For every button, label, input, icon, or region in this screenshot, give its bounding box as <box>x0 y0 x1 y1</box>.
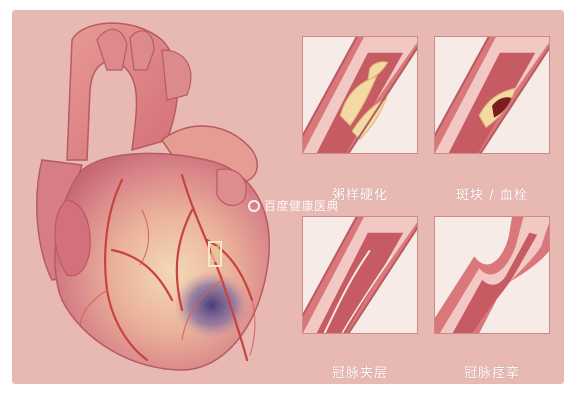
caption-plaque-thrombus: 斑块 / 血栓 <box>434 184 550 203</box>
caption-atherosclerosis: 粥样硬化 <box>302 184 418 203</box>
watermark-logo-icon <box>248 200 260 212</box>
panel-atherosclerosis <box>302 36 418 154</box>
dissection-vessel <box>303 217 417 333</box>
plaque-thrombus-vessel <box>435 37 549 153</box>
subclavian-artery <box>162 50 191 100</box>
illustration-frame: 百度健康医典 粥样硬化 斑块 / 血栓 <box>12 10 564 384</box>
caption-dissection: 冠脉夹层 <box>302 362 418 381</box>
caption-spasm: 冠脉痉挛 <box>434 362 550 381</box>
spasm-vessel <box>435 217 549 333</box>
atherosclerosis-vessel <box>303 37 417 153</box>
panel-plaque-thrombus <box>434 36 550 154</box>
panel-dissection <box>302 216 418 334</box>
panel-spasm <box>434 216 550 334</box>
